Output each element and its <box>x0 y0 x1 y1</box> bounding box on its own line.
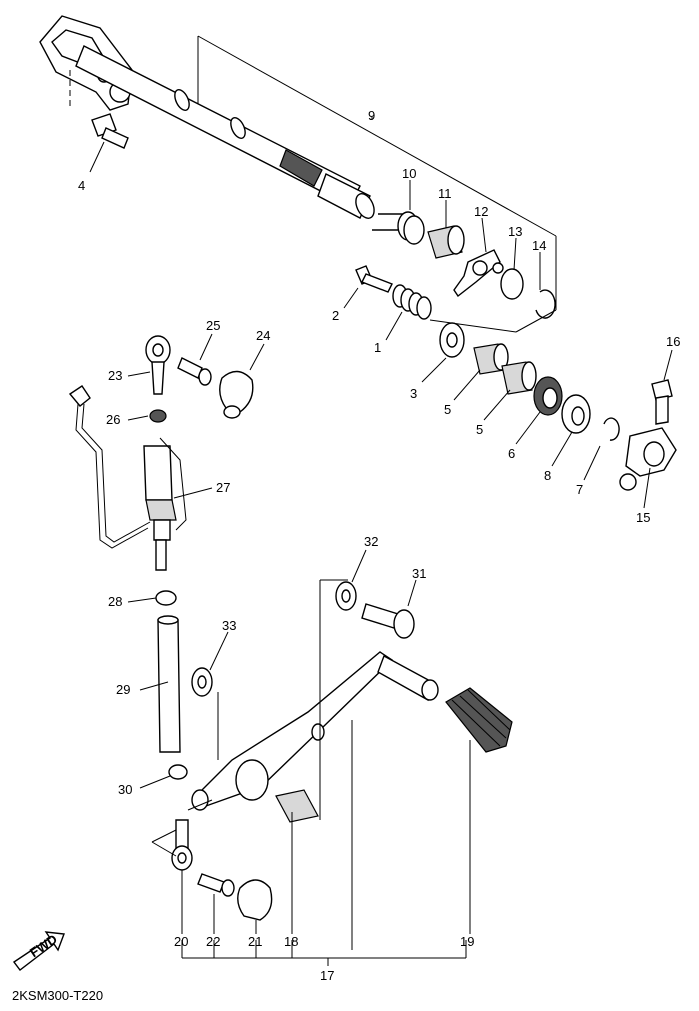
callout-29: 29 <box>116 682 130 697</box>
callout-8: 8 <box>544 468 551 483</box>
callout-20: 20 <box>174 934 188 949</box>
callout-24: 24 <box>256 328 270 343</box>
callout-9: 9 <box>368 108 375 123</box>
spring-part-10 <box>372 211 425 245</box>
rod-part-29 <box>157 615 181 753</box>
callout-12: 12 <box>474 204 488 219</box>
callout-1: 1 <box>374 340 381 355</box>
washer-part-33 <box>191 667 213 697</box>
callout-23: 23 <box>108 368 122 383</box>
collar-part-11 <box>427 225 465 259</box>
callout-5a: 5 <box>444 402 451 417</box>
rod-end-part-23 <box>145 335 171 395</box>
nut-part-26 <box>149 409 167 423</box>
rod-end-part-20 <box>171 819 193 871</box>
callout-30: 30 <box>118 782 132 797</box>
bearing-part-5-b <box>501 361 537 395</box>
callout-19: 19 <box>460 934 474 949</box>
callout-11: 11 <box>438 186 452 201</box>
nut-part-28 <box>155 590 177 606</box>
callout-27: 27 <box>216 480 230 495</box>
callout-31: 31 <box>412 566 426 581</box>
callout-5b: 5 <box>476 422 483 437</box>
washer-part-13 <box>500 268 524 300</box>
callout-7: 7 <box>576 482 583 497</box>
bolt-part-16 <box>651 379 673 425</box>
nut-part-30 <box>168 764 188 780</box>
callout-15: 15 <box>636 510 650 525</box>
spring-part-1 <box>392 284 432 320</box>
lever-plate-part-12 <box>453 249 504 298</box>
callout-4: 4 <box>78 178 85 193</box>
oil-seal-part-6 <box>533 376 563 416</box>
washer-part-3-hole <box>446 332 458 348</box>
callout-22: 22 <box>206 934 220 949</box>
fwd-arrow-icon: FWD <box>12 931 65 971</box>
pin-part-2 <box>355 265 393 293</box>
callout-3: 3 <box>410 386 417 401</box>
washer-part-8 <box>561 394 591 434</box>
callout-14: 14 <box>532 238 546 253</box>
callout-2: 2 <box>332 308 339 323</box>
callout-25: 25 <box>206 318 220 333</box>
collar-part-18 <box>275 789 319 823</box>
callout-numbers: 4 9 10 11 12 13 14 2 1 3 5 5 6 8 7 15 16… <box>78 108 680 983</box>
cap-part-21 <box>237 879 273 921</box>
callout-33: 33 <box>222 618 236 633</box>
shift-arm-part-15 <box>619 427 677 491</box>
shift-pedal-part-17 <box>191 651 439 811</box>
callout-17: 17 <box>320 968 334 983</box>
callout-bracket-9 <box>197 35 557 333</box>
leader-lines <box>89 116 673 934</box>
callout-32: 32 <box>364 534 378 549</box>
callout-16: 16 <box>666 334 680 349</box>
callout-10: 10 <box>402 166 416 181</box>
washer-part-32 <box>335 581 357 611</box>
bearing-part-5-a <box>473 343 509 375</box>
bolt-part-22 <box>197 873 235 897</box>
diagram-code: 2KSM300-T220 <box>12 988 103 1003</box>
callout-6: 6 <box>508 446 515 461</box>
clip-part-7 <box>603 417 620 441</box>
callout-13: 13 <box>508 224 522 239</box>
callout-bracket-17 <box>181 579 467 966</box>
circlip-part-14 <box>535 289 556 319</box>
bolt-part-25 <box>177 357 212 386</box>
bolt-part-31 <box>361 603 415 639</box>
shift-shaft-drawing <box>39 15 375 219</box>
footpeg-rubber-part-19 <box>445 687 513 753</box>
callout-26: 26 <box>106 412 120 427</box>
bolt-part-4 <box>69 70 129 149</box>
cap-part-24 <box>219 370 254 419</box>
callout-21: 21 <box>248 934 262 949</box>
callout-18: 18 <box>284 934 298 949</box>
callout-28: 28 <box>108 594 122 609</box>
shift-switch-part-27 <box>68 385 187 571</box>
